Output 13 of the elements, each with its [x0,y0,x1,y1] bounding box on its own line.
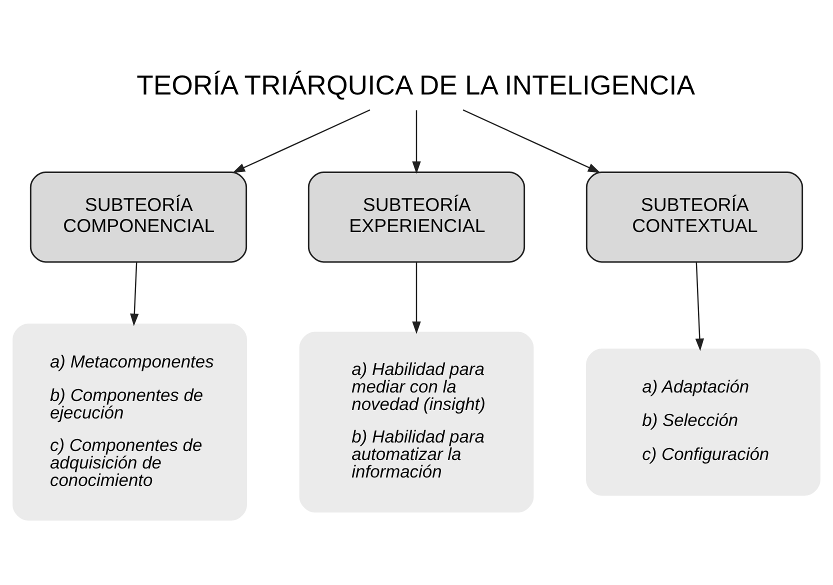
node-box: a) Metacomponentes b) Componentes de ejecución c) Componentes de adquisición de conocimiento [12,324,247,521]
arrow [695,262,704,352]
node-box: SUBTEORÍA COMPONENCIAL [30,171,248,263]
node-text: TEORÍA TRIÁRQUICA DE LA INTELIGENCIA [136,69,696,100]
arrow [462,109,600,173]
arrow [130,262,139,326]
node-box: SUBTEORÍA EXPERIENCIAL [308,171,526,263]
node-box: SUBTEORÍA CONTEXTUAL [586,171,804,263]
arrow [412,110,421,174]
arrow [412,262,421,334]
arrow [232,109,370,173]
node-box: a) Adaptación b) Selección c) Configuración [586,348,820,496]
node-box: a) Habilidad para mediar con la novedad (insight) b) Habilidad para automatizar la información [299,332,534,513]
